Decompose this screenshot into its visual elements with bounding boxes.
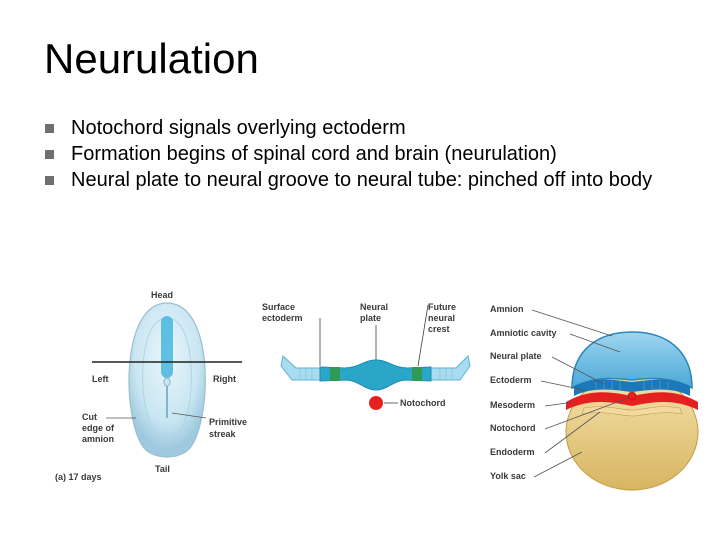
primitive-streak-leader xyxy=(171,412,207,419)
bullet-item: Formation begins of spinal cord and brai… xyxy=(44,142,694,166)
label-amniotic-cavity: Amniotic cavity xyxy=(490,328,557,338)
label-future-crest-1: Future xyxy=(428,302,456,312)
neural-crest-leader xyxy=(417,304,429,367)
label-ectoderm: Ectoderm xyxy=(490,375,532,385)
label-cut-edge-2: edge of xyxy=(82,423,115,433)
neural-plate-section-figure: Surface ectoderm Neural plate Future neu… xyxy=(262,302,471,410)
bullet-list: Notochord signals overlying ectoderm For… xyxy=(44,116,694,194)
label-yolk-sac: Yolk sac xyxy=(490,471,526,481)
label-endoderm: Endoderm xyxy=(490,447,535,457)
embryo-cross-section-figure: Amnion Amniotic cavity Neural plate Ecto… xyxy=(490,304,699,491)
slide-title: Neurulation xyxy=(44,35,259,82)
label-leaders xyxy=(531,309,629,478)
label-cut-edge-3: amnion xyxy=(82,434,114,444)
label-future-crest-3: crest xyxy=(428,324,450,334)
label-mesoderm: Mesoderm xyxy=(490,400,535,410)
figure-caption: (a) 17 days xyxy=(55,472,102,482)
label-neural-plate-c: Neural plate xyxy=(490,351,542,361)
bullet-text: Neural plate to neural groove to neural … xyxy=(71,169,653,191)
label-primitive-streak-2: streak xyxy=(209,429,237,439)
label-neural-plate-1: Neural xyxy=(360,302,388,312)
primitive-node xyxy=(163,377,171,387)
label-cut-edge-1: Cut xyxy=(82,412,97,422)
ectoderm-striations xyxy=(595,381,669,391)
neural-plate-region xyxy=(161,316,173,378)
label-notochord: Notochord xyxy=(400,398,446,408)
notochord-circle xyxy=(369,396,383,410)
amniotic-cavity xyxy=(571,331,693,390)
bullet-text: Formation begins of spinal cord and brai… xyxy=(71,143,557,165)
label-tail: Tail xyxy=(155,464,170,474)
label-notochord-c: Notochord xyxy=(490,423,536,433)
label-amnion: Amnion xyxy=(490,304,524,314)
bullet-text: Notochord signals overlying ectoderm xyxy=(71,117,406,139)
notochord-dot xyxy=(627,391,637,401)
label-primitive-streak-1: Primitive xyxy=(209,417,247,427)
bullet-item: Notochord signals overlying ectoderm xyxy=(44,116,694,140)
bullet-square-icon xyxy=(45,176,54,185)
label-future-crest-2: neural xyxy=(428,313,455,323)
cell-striations xyxy=(299,368,453,380)
label-surface-ectoderm-1: Surface xyxy=(262,302,295,312)
disc-inner-outline xyxy=(142,317,192,437)
neural-plate-layer xyxy=(319,359,432,391)
label-left: Left xyxy=(92,374,109,384)
label-surface-ectoderm-2: ectoderm xyxy=(262,313,303,323)
embryonic-disc-figure: Head Tail Left Right Cut edge of amnion … xyxy=(55,290,247,482)
label-right: Right xyxy=(213,374,236,384)
label-neural-plate-2: plate xyxy=(360,313,381,323)
neural-crest-right xyxy=(412,367,422,381)
mesoderm-layer xyxy=(566,392,698,410)
label-head: Head xyxy=(151,290,173,300)
neural-crest-left xyxy=(330,367,340,381)
bullet-item: Neural plate to neural groove to neural … xyxy=(44,168,694,192)
endoderm-layer xyxy=(581,406,683,417)
bullet-square-icon xyxy=(45,124,54,133)
bullet-square-icon xyxy=(45,150,54,159)
